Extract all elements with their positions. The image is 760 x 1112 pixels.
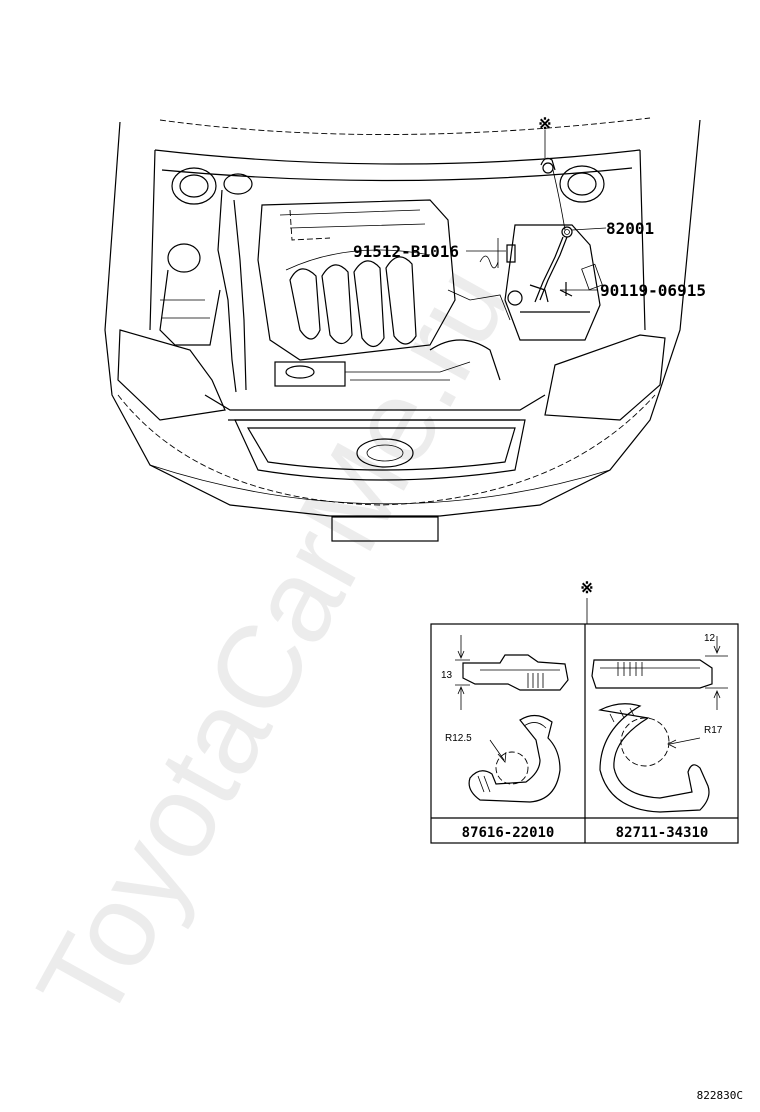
callout-90119-06915: 90119-06915 [600,281,706,300]
right-strut-tower [559,165,605,203]
ground-cable [539,236,568,301]
left-headlight [117,329,226,421]
battery [504,224,601,341]
license-plate [331,516,439,542]
right-dim-height: 12 [704,633,716,644]
left-dim-height: 13 [441,670,453,681]
intake-manifold [285,249,431,348]
part-number-87616-22010: 87616-22010 [462,825,555,841]
callout-82001: 82001 [606,219,654,238]
callout-91512-b1016: 91512-B1016 [353,242,459,261]
engine-block [257,199,456,361]
clamp-87616-22010-drawing [455,635,569,803]
engine-bay-illustration [104,117,701,542]
body-outline [104,119,701,517]
detail-panel: 13 R12.5 87616-22010 12 R17 82711-34310 [430,623,739,844]
clamp-location [542,162,554,174]
leader-lines [466,130,607,291]
grille [234,419,526,481]
watermark: ToyotaCarMe.ru [12,244,534,1042]
left-strut-tower [171,167,217,205]
clamp-82711-34310-drawing [591,636,728,813]
hood-edge [159,117,651,135]
part-number-82711-34310: 82711-34310 [616,825,709,841]
detail-marker-symbol: ※ [580,578,593,597]
bolt-82001 [561,226,573,238]
right-dim-radius: R17 [704,725,723,736]
air-box [274,361,346,387]
left-dim-radius: R12.5 [445,733,472,744]
diagram-ref-code: 822830C [697,1089,743,1102]
right-headlight [544,334,666,421]
clamp-marker-symbol: ※ [538,114,551,133]
emblem [356,438,414,468]
